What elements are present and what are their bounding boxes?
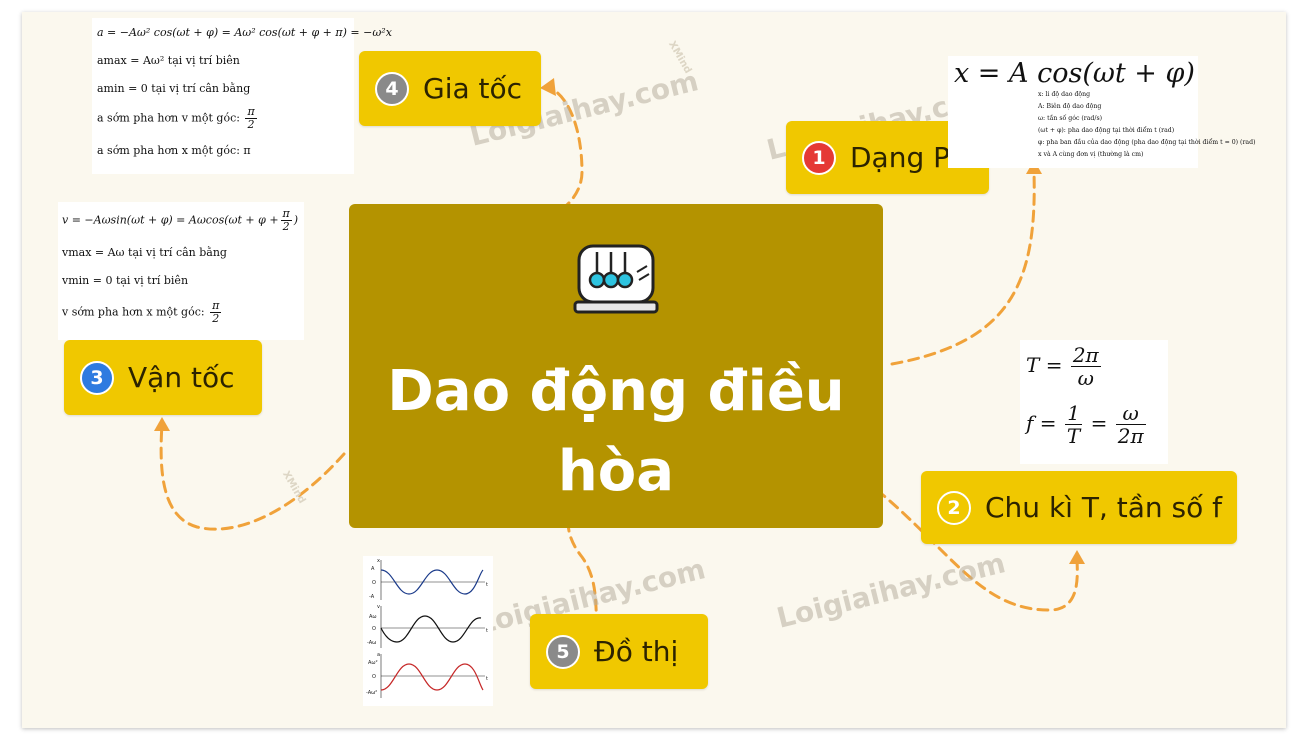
equation-note: φ: pha ban đầu của dao động (pha dao độn… [1038, 139, 1256, 146]
formula-text: f = [1026, 411, 1057, 435]
fraction-denominator: 2 [212, 312, 220, 326]
velocity-line: vmax = Aω tại vị trí cân bằng [62, 246, 227, 259]
equation-note: ω: tần số góc (rad/s) [1038, 115, 1103, 122]
acceleration-line: a = −Aω² cos(ωt + φ) = Aω² cos(ωt + φ + … [97, 26, 392, 39]
formula-text: = [1090, 411, 1108, 435]
graph-curve-v [380, 615, 482, 643]
graph-tick-label: O [372, 626, 376, 632]
badge-number-3: 3 [80, 360, 114, 395]
equation-note: x và A cùng đơn vị (thường là cm) [1038, 151, 1144, 158]
fraction-denominator: 2 [247, 118, 255, 132]
topic-gia-toc[interactable]: 4 Gia tốc [359, 51, 541, 126]
mindmap-canvas: Loigiaihay.com Loigiaihay.com Loigiaihay… [22, 12, 1286, 728]
fraction-numerator: π [245, 105, 257, 120]
graph-tick-label: Aω [369, 614, 377, 620]
graph-axis-label: t [486, 582, 488, 588]
formula-text: v sớm pha hơn x một góc: [62, 305, 205, 319]
graphs-card: x A O -A t v Aω O -Aω t a Aω² O [363, 556, 493, 706]
topic-label: Dạng PT [850, 141, 968, 174]
fraction-numerator: 2π [1070, 343, 1101, 367]
velocity-line: vmin = 0 tại vị trí biên [62, 274, 189, 287]
formula-text: T = [1026, 353, 1063, 377]
formula-text: v = −Aωsin(ωt + φ) = Aωcos(ωt + φ + [62, 213, 279, 227]
badge-number-5: 5 [546, 634, 580, 669]
graph-curve-a [380, 663, 484, 691]
graph-axis-label: a [377, 652, 380, 658]
topic-label: Chu kì T, tần số f [985, 491, 1223, 524]
topic-chu-ki-tan-so[interactable]: 2 Chu kì T, tần số f [921, 471, 1237, 544]
arrow-head-van-toc [154, 417, 170, 431]
topic-van-toc[interactable]: 3 Vận tốc [64, 340, 262, 415]
formula-text: a sớm pha hơn v một góc: [97, 111, 240, 125]
topic-label: Đồ thị [594, 635, 679, 668]
badge-number-4: 4 [375, 71, 409, 106]
equation-notes: x: li độ dao động A: Biên độ dao động ω:… [948, 89, 1256, 161]
fraction-numerator: 1 [1064, 402, 1083, 425]
acceleration-card: a = −Aω² cos(ωt + φ) = Aω² cos(ωt + φ + … [92, 18, 392, 174]
fraction-denominator: 2π [1117, 424, 1144, 448]
graph-axis-label: t [486, 628, 488, 634]
fraction-numerator: π [210, 299, 222, 314]
connector-dang-pt [890, 170, 1036, 366]
badge-number-1: 1 [802, 140, 836, 175]
equation-note: x: li độ dao động [1038, 91, 1091, 98]
formula-text: ) [293, 213, 299, 227]
oscillation-graphs: x A O -A t v Aω O -Aω t a Aω² O [366, 558, 488, 698]
fraction-numerator: π [280, 207, 292, 222]
equation-main: x = A cos(ωt + φ) [954, 58, 1195, 89]
graph-axis-label: t [486, 676, 488, 682]
topic-do-thi[interactable]: 5 Đồ thị [530, 614, 708, 689]
graph-tick-label: O [372, 674, 376, 680]
graph-tick-label: -A [369, 594, 375, 600]
equation-note: A: Biên độ dao động [1038, 103, 1102, 110]
badge-number-2: 2 [937, 490, 971, 525]
graph-curve-x [380, 569, 484, 595]
arrow-head-gia-toc [540, 78, 556, 96]
newtons-cradle-icon [573, 244, 659, 314]
fraction-denominator: 2 [282, 220, 290, 234]
equation-card: x = A cos(ωt + φ) x: li độ dao động A: B… [948, 56, 1256, 168]
fraction-denominator: ω [1077, 366, 1094, 390]
topic-label: Vận tốc [128, 361, 235, 394]
graph-tick-label: -Aω² [366, 690, 377, 696]
graph-tick-label: Aω² [368, 660, 378, 666]
acceleration-line: amax = Aω² tại vị trí biên [97, 54, 240, 67]
acceleration-line: amin = 0 tại vị trí cân bằng [97, 82, 251, 95]
graph-axis-label: v [377, 604, 380, 610]
central-title: Dao động điều hòa [387, 359, 845, 504]
fraction-numerator: ω [1115, 402, 1146, 425]
acceleration-line: a sớm pha hơn x một góc: π [97, 144, 251, 157]
fraction-denominator: T [1066, 424, 1081, 448]
equation-note: (ωt + φ): pha dao động tại thời điểm t (… [1038, 127, 1175, 134]
central-topic[interactable]: Dao động điều hòa [349, 204, 883, 528]
graph-tick-label: A [371, 566, 375, 572]
graph-tick-label: -Aω [367, 640, 376, 646]
topic-label: Gia tốc [423, 72, 523, 105]
connector-van-toc [159, 422, 346, 531]
graph-tick-label: O [372, 580, 376, 586]
arrow-head-chu-ki [1069, 550, 1085, 564]
graph-axis-label: x [377, 558, 380, 564]
